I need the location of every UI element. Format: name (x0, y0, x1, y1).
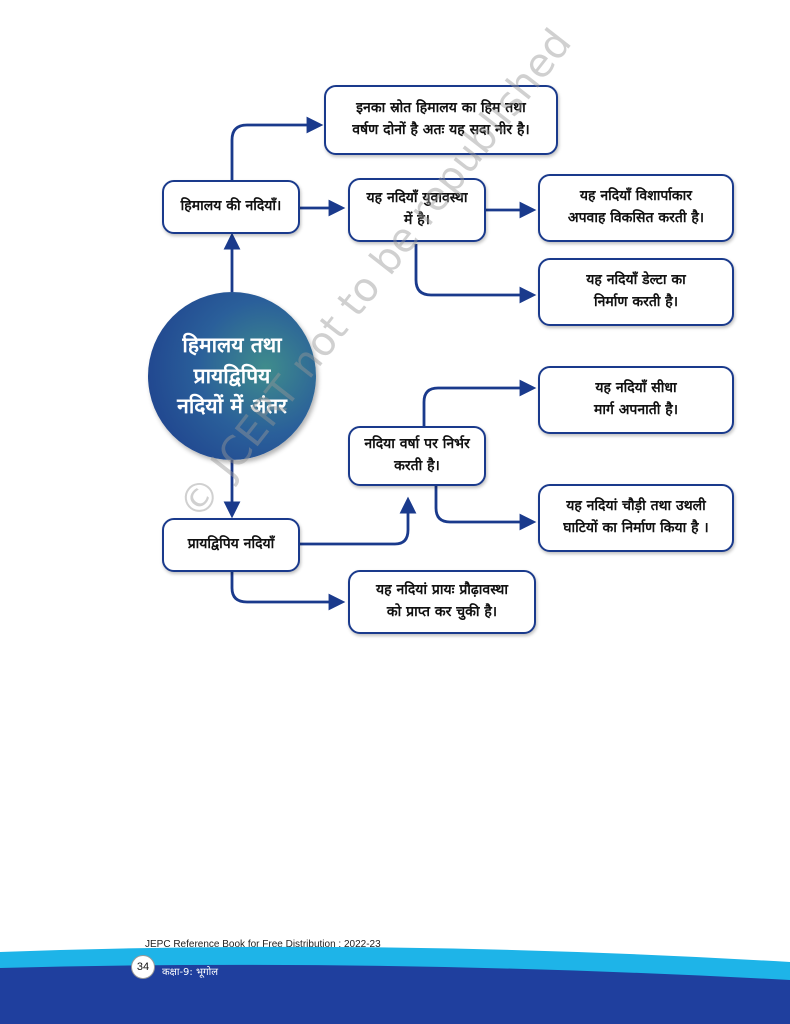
center-line-3: नदियों में अंतर (177, 394, 287, 419)
arrow-rain-to-valleys (434, 486, 537, 531)
himalayan-drainage-line-1: यह नदियाँ विशार्पाकार (579, 188, 693, 205)
center-line-1: हिमालय तथा (182, 333, 282, 358)
himalayan-rivers-label: हिमालय की नदियाँ। (180, 198, 282, 215)
center-line-2: प्रायद्विपिय (193, 363, 271, 388)
himalayan-delta-line-1: यह नदियाँ डेल्टा का (586, 272, 686, 289)
himalayan-youth-line-1: यह नदियाँ युवावस्था (366, 190, 468, 207)
himalayan-drainage-line-2: अपवाह विकसित करती है। (567, 210, 705, 226)
arrow-rain-to-straight (422, 379, 537, 426)
peninsular-rain-line-1: नदिया वर्षा पर निर्भर (364, 436, 470, 453)
himalayan-youth-box: यह नदियाँ युवावस्था में है। (348, 178, 486, 242)
himalayan-drainage-box: यह नदियाँ विशार्पाकार अपवाह विकसित करती … (538, 174, 734, 242)
peninsular-straight-line-1: यह नदियाँ सीधा (595, 380, 677, 397)
peninsular-maturity-line-2: को प्राप्त कर चुकी है। (386, 604, 498, 620)
himalayan-source-line-1: इनका स्रोत हिमालय का हिम तथा (356, 100, 526, 117)
himalayan-source-box: इनका स्रोत हिमालय का हिम तथा वर्षण दोनों… (324, 85, 558, 155)
himalayan-delta-box: यह नदियाँ डेल्टा का निर्माण करती है। (538, 258, 734, 326)
arrow-peninsular-to-maturity (230, 572, 346, 611)
peninsular-rivers-label: प्रायद्विपिय नदियाँ (187, 536, 275, 553)
peninsular-straight-box: यह नदियाँ सीधा मार्ग अपनाती है। (538, 366, 734, 434)
peninsular-rain-box: नदिया वर्षा पर निर्भर करती है। (348, 426, 486, 486)
peninsular-rain-line-2: करती है। (394, 458, 440, 474)
peninsular-valleys-box: यह नदियां चौड़ी तथा उथली घाटियों का निर्… (538, 484, 734, 552)
peninsular-valleys-line-1: यह नदियां चौड़ी तथा उथली (566, 498, 706, 515)
himalayan-source-line-2: वर्षण दोनों है अतः यह सदा नीर है। (352, 122, 530, 138)
peninsular-maturity-box: यह नदियां प्रायः प्रौढ़ावस्था को प्राप्त… (348, 570, 536, 634)
footer-band (0, 946, 790, 1024)
center-topic-circle: हिमालय तथा प्रायद्विपिय नदियों में अंतर (148, 292, 316, 460)
arrow-peninsular-to-rain (300, 496, 417, 546)
peninsular-straight-line-2: मार्ग अपनाती है। (593, 402, 679, 418)
peninsular-rivers-box: प्रायद्विपिय नदियाँ (162, 518, 300, 572)
peninsular-valleys-line-2: घाटियों का निर्माण किया है । (563, 520, 709, 536)
peninsular-maturity-line-1: यह नदियां प्रायः प्रौढ़ावस्था (376, 582, 508, 599)
arrow-himalayan-to-source (230, 116, 324, 180)
footer-subject: कक्षा-9: भूगोल (162, 967, 218, 978)
himalayan-youth-line-2: में है। (404, 212, 430, 228)
himalayan-rivers-box: हिमालय की नदियाँ। (162, 180, 300, 234)
footer-note: JEPC Reference Book for Free Distributio… (145, 939, 381, 950)
himalayan-delta-line-2: निर्माण करती है। (593, 294, 679, 310)
page-number: 34 (131, 955, 155, 979)
arrow-youth-to-delta (414, 244, 537, 304)
